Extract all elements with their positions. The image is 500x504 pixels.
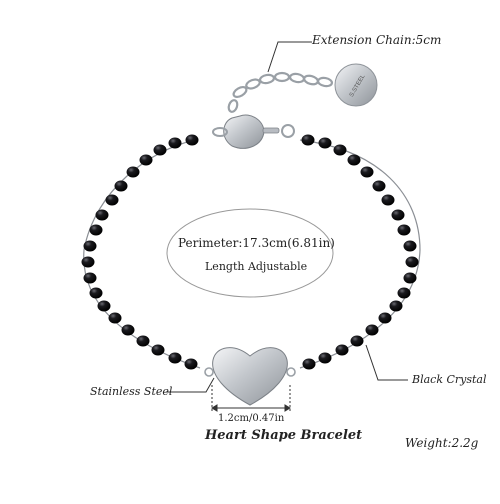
crystal-bead: [318, 352, 332, 364]
crystal-bead: [389, 300, 403, 312]
crystal-bead: [114, 180, 128, 192]
crystal-bead: [83, 272, 97, 284]
crystal-bead: [89, 287, 103, 299]
crystal-bead: [302, 358, 316, 370]
perimeter-label: Perimeter:17.3cm(6.81in): [178, 236, 335, 250]
crystal-bead: [397, 287, 411, 299]
crystal-bead: [81, 256, 95, 268]
crystal-bead: [108, 312, 122, 324]
crystal-bead: [95, 209, 109, 221]
extension-chain-label: Extension Chain:5cm: [312, 33, 442, 47]
extension-chain: [227, 71, 334, 113]
heart-size-label: 1.2cm/0.47in: [218, 413, 285, 424]
crystal-bead: [185, 134, 199, 146]
steel-tag: S.STEEL: [334, 63, 378, 107]
stainless-steel-label: Stainless Steel: [90, 385, 173, 398]
crystal-bead: [97, 300, 111, 312]
crystal-bead: [347, 154, 361, 166]
caption: Heart Shape Bracelet: [205, 428, 363, 443]
crystal-bead: [372, 180, 386, 192]
crystal-bead: [360, 166, 374, 178]
black-crystal-beads: [81, 134, 419, 370]
heart-charm: [204, 347, 296, 406]
crystal-bead: [378, 312, 392, 324]
crystal-bead: [333, 144, 347, 156]
crystal-bead: [151, 344, 165, 356]
crystal-bead: [397, 224, 411, 236]
crystal-bead: [318, 137, 332, 149]
crystal-bead: [403, 272, 417, 284]
weight-label: Weight:2.2g: [405, 436, 479, 450]
length-adjustable-label: Length Adjustable: [205, 260, 308, 273]
crystal-bead: [405, 256, 419, 268]
crystal-bead: [381, 194, 395, 206]
black-crystal-label: Black Crystal: [412, 373, 487, 386]
crystal-bead: [136, 335, 150, 347]
crystal-bead: [403, 240, 417, 252]
crystal-bead: [121, 324, 135, 336]
crystal-bead: [391, 209, 405, 221]
crystal-bead: [168, 137, 182, 149]
lobster-clasp: [212, 114, 295, 149]
crystal-bead: [365, 324, 379, 336]
crystal-bead: [350, 335, 364, 347]
crystal-bead: [126, 166, 140, 178]
crystal-bead: [335, 344, 349, 356]
crystal-bead: [168, 352, 182, 364]
crystal-bead: [139, 154, 153, 166]
perimeter-ellipse: [166, 208, 334, 298]
crystal-bead: [153, 144, 167, 156]
crystal-bead: [184, 358, 198, 370]
crystal-bead: [105, 194, 119, 206]
leader-lines: [166, 41, 408, 412]
crystal-bead: [89, 224, 103, 236]
crystal-bead: [301, 134, 315, 146]
crystal-bead: [83, 240, 97, 252]
